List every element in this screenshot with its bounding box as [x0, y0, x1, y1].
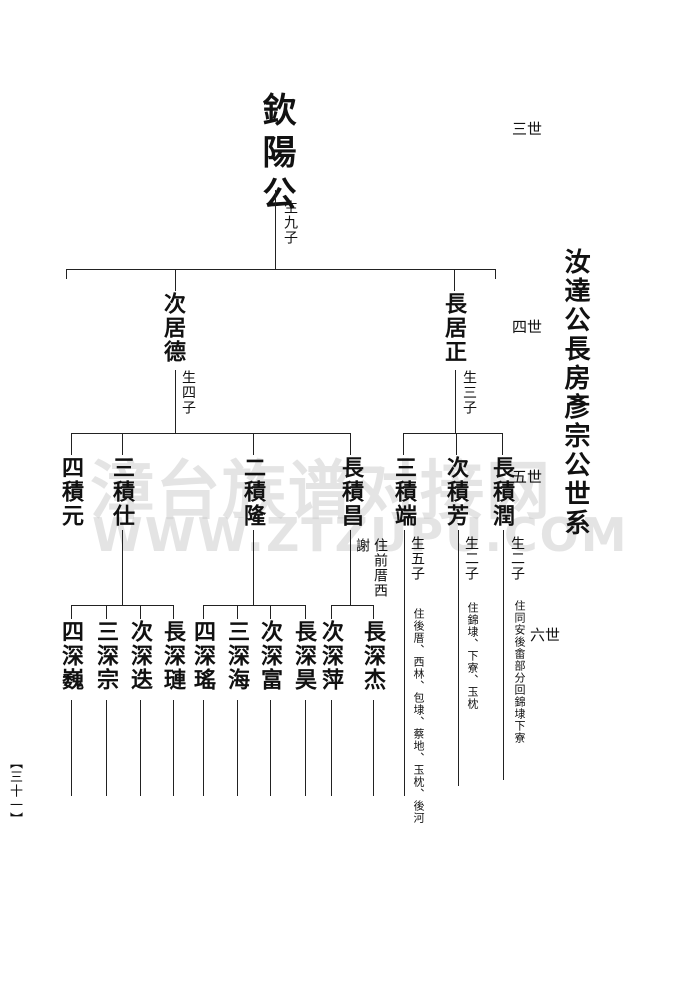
stem-shen-jie: [373, 700, 374, 796]
drop-ji-fang: [456, 433, 457, 455]
drop-ji-shi: [122, 433, 123, 455]
root-name: 欽陽公: [256, 92, 296, 218]
note-ji-duan: 生五子: [409, 536, 425, 581]
node-ji-fang: 次積芳: [443, 456, 469, 528]
generation-label-4: 四世: [512, 318, 543, 336]
generation-label-6: 六世: [530, 626, 561, 644]
node-shen-jie: 長深杰: [360, 620, 386, 692]
stem-ju-de: [175, 370, 176, 434]
node-ji-shi: 三積仕: [109, 456, 135, 528]
stem-shen-wei: [71, 700, 72, 796]
residence-ji-fang: 住錦埭、下寮、玉枕: [466, 602, 479, 710]
root-bar-left-drop: [66, 269, 67, 279]
node-shen-zong: 三深宗: [93, 620, 119, 692]
stem-shen-lian: [173, 700, 174, 796]
drop-ji-yuan: [71, 433, 72, 455]
node-ju-de: 次居德: [160, 292, 186, 364]
note-ji-chang: 住前厝西謝: [354, 538, 388, 598]
drop-shen-ping: [331, 605, 332, 619]
bar-ju-de: [71, 433, 351, 434]
bar-ju-zheng: [403, 433, 503, 434]
node-shen-hao: 長深昊: [291, 620, 317, 692]
node-shen-wei: 四深巍: [58, 620, 84, 692]
stem-ji-fang: [458, 530, 459, 786]
stem-shen-die: [140, 700, 141, 796]
stem-shen-fu: [270, 700, 271, 796]
node-ju-zheng: 長居正: [441, 292, 467, 364]
note-ju-de: 生四子: [180, 370, 196, 415]
drop-shen-hao: [305, 605, 306, 619]
bar-ji-shi: [71, 605, 174, 606]
bar-ji-chang: [331, 605, 374, 606]
drop-ji-run: [502, 433, 503, 455]
drop-shen-yao: [203, 605, 204, 619]
drop-shen-wei: [71, 605, 72, 619]
stem-ju-zheng: [455, 370, 456, 434]
drop-shen-die: [140, 605, 141, 619]
note-ji-fang: 生二子: [463, 536, 479, 581]
node-ji-long: 二積隆: [240, 456, 266, 528]
note-ji-run: 生二子: [509, 536, 525, 581]
generation-label-5: 五世: [512, 468, 543, 486]
drop-shen-jie: [373, 605, 374, 619]
stem-shen-hao: [305, 700, 306, 796]
stem-ji-chang: [350, 530, 351, 606]
node-shen-yao: 四深瑤: [190, 620, 216, 692]
stem-shen-yao: [203, 700, 204, 796]
node-ji-chang: 長積昌: [338, 456, 364, 528]
root-stem: [275, 190, 276, 270]
root-bar-right-drop: [495, 269, 496, 279]
node-ji-yuan: 四積元: [58, 456, 84, 528]
link-jd: [175, 269, 176, 291]
drop-shen-lian: [173, 605, 174, 619]
drop-shen-fu: [270, 605, 271, 619]
node-ji-duan: 三積端: [391, 456, 417, 528]
generation-label-3: 三世: [512, 120, 543, 138]
node-shen-fu: 次深富: [257, 620, 283, 692]
drop-shen-hai: [237, 605, 238, 619]
page-title: 汝達公長房彥宗公世系: [560, 248, 590, 538]
node-shen-lian: 長深璉: [160, 620, 186, 692]
drop-ji-long: [253, 433, 254, 455]
residence-ji-duan: 住後厝、西林、包埭、蔡地、玉枕、後河: [412, 608, 425, 824]
watermark-cn: 漳台族谱对接网: [90, 455, 552, 529]
root-bar: [66, 269, 496, 270]
link-jz: [454, 269, 455, 291]
bar-ji-long: [203, 605, 306, 606]
stem-ji-long: [253, 530, 254, 606]
node-ji-run: 長積潤: [489, 456, 515, 528]
stem-ji-shi: [122, 530, 123, 606]
node-shen-ping: 次深萍: [318, 620, 344, 692]
residence-ji-run: 住同安後畬部分回錦埭下寮: [513, 600, 526, 744]
stem-shen-zong: [106, 700, 107, 796]
page-number: 【三十一】: [7, 756, 22, 826]
node-shen-die: 次深迭: [127, 620, 153, 692]
stem-shen-hai: [237, 700, 238, 796]
drop-ji-duan: [403, 433, 404, 455]
note-ju-zheng: 生三子: [461, 370, 477, 415]
stem-ji-run: [503, 530, 504, 780]
stem-shen-ping: [331, 700, 332, 796]
root-note: 生九子: [282, 200, 298, 245]
stem-ji-duan: [404, 530, 405, 796]
drop-ji-chang: [350, 433, 351, 455]
node-shen-hai: 三深海: [224, 620, 250, 692]
drop-shen-zong: [106, 605, 107, 619]
